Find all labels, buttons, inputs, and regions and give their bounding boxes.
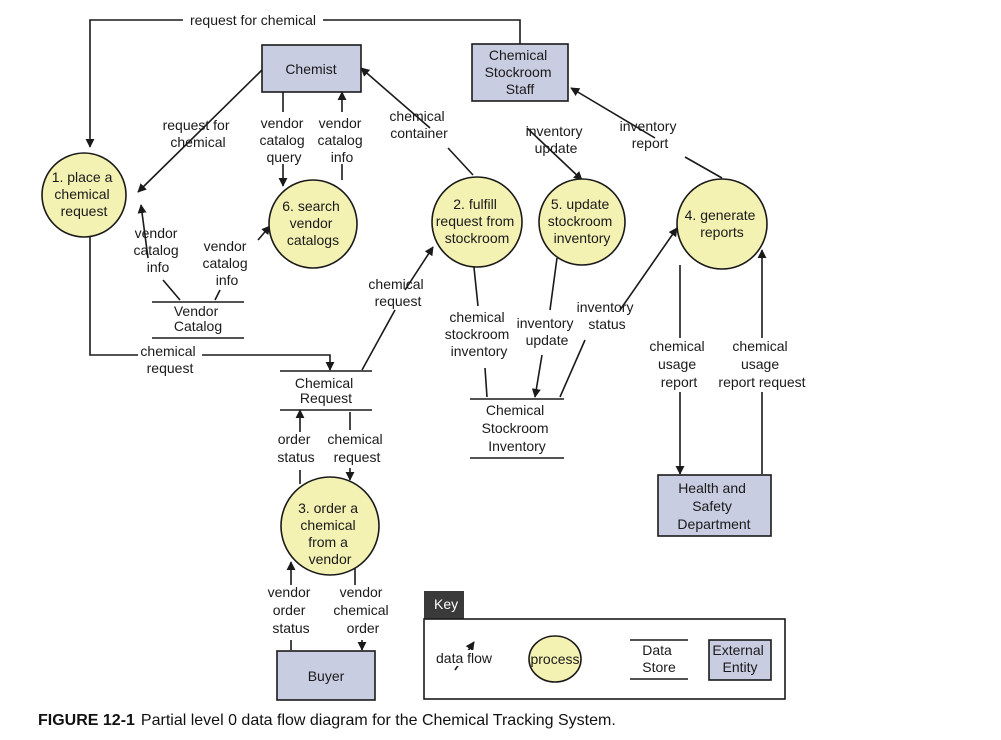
key-data-flow-label: data flow [436, 650, 493, 666]
svg-text:Chemical Stockroom: Chemical Stockroom Staff [485, 47, 556, 97]
label-inventory-report: inventory report [620, 118, 681, 151]
flow-chemical-container [361, 68, 474, 176]
svg-text:Buyer: Buyer [308, 668, 345, 684]
flow-vendor-catalog-info-left [141, 205, 181, 301]
key-process-label: process [530, 651, 579, 667]
entity-chemist: Chemist [261, 44, 362, 93]
label-inventory-status: inventory status [577, 299, 638, 332]
label-chemical-usage-report-request: chemical usage report request [718, 338, 805, 390]
flow-chemical-request-mid [361, 247, 433, 371]
flow-labels: request for chemical request for chemica… [133, 12, 812, 636]
key-external-entity-icon [708, 639, 772, 681]
process-4-generate-reports: 4. generate reports [676, 178, 768, 270]
flow-inventory-status [559, 228, 677, 398]
flow-vendor-catalog-info-mid [214, 226, 270, 301]
svg-text:Chemical Request: Chemical Request [295, 375, 357, 406]
flow-vendor-chemical-order [355, 568, 362, 650]
entity-buyer: Buyer [276, 650, 376, 701]
svg-text:Health and Safety: Health and Safety Department [677, 480, 750, 532]
key-title: Key [434, 596, 458, 612]
key-external-entity-label: External Entity [712, 642, 767, 675]
label-vendor-order-status: vendor order status [268, 584, 315, 636]
svg-text:4. generate reports: 4. generate reports [685, 207, 760, 240]
store-chemical-request: Chemical Request [280, 370, 372, 411]
flow-inventory-update-mid [535, 257, 558, 397]
label-chemical-request-low: chemical request [327, 431, 386, 465]
svg-text:Chemical Stockroom: Chemical Stockroom Inventory [482, 402, 553, 454]
figure-caption-text: Partial level 0 data flow diagram for th… [140, 712, 616, 729]
entity-chemical-stockroom-staff: Chemical Stockroom Staff [471, 43, 569, 102]
store-chemical-stockroom-inventory: Chemical Stockroom Inventory [470, 398, 564, 459]
process-5-update-stockroom-inventory: 5. update stockroom inventory [538, 178, 626, 266]
flow-request-for-chemical [137, 69, 263, 193]
flow-inventory-report [571, 88, 723, 179]
flow-chemical-request-left [89, 233, 335, 371]
label-chemical-request-mid: chemical request [368, 276, 427, 309]
figure-caption-label: FIGURE 12-1 [38, 712, 135, 729]
legend-key: Key data flow process Data Store Externa… [423, 591, 786, 700]
label-chemical-container: chemical container [389, 108, 448, 141]
label-request-for-chemical: request for chemical [163, 117, 234, 150]
label-inventory-update-top: inventory update [526, 123, 587, 156]
label-vendor-catalog-info-mid: vendor catalog info [202, 238, 251, 288]
svg-text:Chemist: Chemist [285, 61, 336, 77]
key-tab [424, 591, 464, 619]
figure-caption: FIGURE 12-1 Partial level 0 data flow dia… [38, 712, 616, 730]
flow-lines [85, 19, 767, 650]
label-vendor-catalog-info-left: vendor catalog info [133, 225, 182, 275]
flow-inventory-update-top [526, 127, 583, 181]
svg-text:1. place a chemical: 1. place a chemical request [52, 169, 117, 219]
label-chemical-request-left: chemical request [140, 343, 199, 376]
svg-text:5. update stockroom: 5. update stockroom inventory [548, 196, 616, 246]
key-box [423, 618, 786, 700]
svg-text:Vendor Catalog: Vendor Catalog [174, 303, 222, 334]
store-vendor-catalog: Vendor Catalog [152, 301, 244, 339]
label-vendor-catalog-query: vendor catalog query [259, 115, 308, 165]
label-vendor-chemical-order: vendor chemical order [333, 584, 392, 636]
process-2-fulfill-request-from-stockroom: 2. fulfill request from stockroom [431, 176, 523, 268]
process-3-order-a-chemical-from-a-vendor: 3. order a chemical from a vendor [280, 476, 380, 576]
label-vendor-catalog-info-top: vendor catalog info [317, 115, 366, 165]
label-order-status: order status [277, 431, 314, 465]
key-process-icon [528, 635, 582, 683]
label-chemical-usage-report: chemical usage report [649, 338, 708, 390]
entity-health-and-safety-department: Health and Safety Department [657, 474, 772, 537]
svg-text:3. order a chemical: 3. order a chemical from a vendor [298, 500, 362, 567]
svg-text:2. fulfill request from: 2. fulfill request from stockroom [436, 196, 518, 246]
label-chemical-stockroom-inventory: chemical stockroom inventory [445, 309, 513, 359]
svg-text:6. search vendor c: 6. search vendor catalogs [282, 198, 343, 248]
label-inventory-update-mid: inventory update [517, 315, 578, 348]
key-data-store-label: Data Store [642, 642, 676, 675]
process-6-search-vendor-catalogs: 6. search vendor catalogs [268, 179, 358, 269]
process-1-place-a-chemical-request: 1. place a chemical request [41, 152, 127, 238]
label-request-for-chemical-top: request for chemical [190, 12, 316, 28]
